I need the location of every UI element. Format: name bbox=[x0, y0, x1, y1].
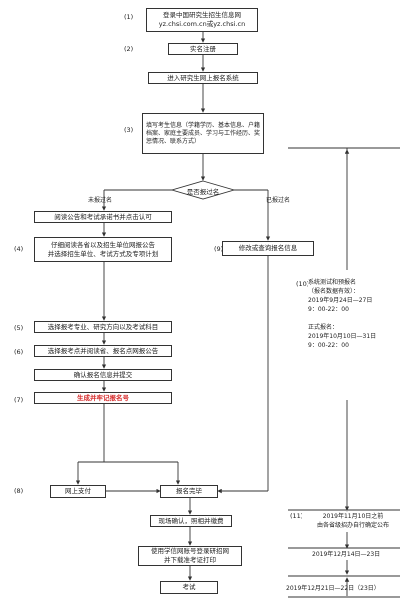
timeline-note-10: 系统测试和预报名 （报名数据有效）： 2019年9月24日—27日 9：00-2… bbox=[308, 278, 404, 350]
step-3: (3) bbox=[124, 126, 134, 134]
enter-system-box: 进入研究生网上报名系统 bbox=[148, 72, 258, 84]
read-notice-box: 阅读公告和考试承诺书并点击认可 bbox=[34, 211, 172, 223]
timeline-note-11: 2019年11月10日之前 由各省级招办自行确定公布 bbox=[302, 512, 404, 530]
onsite-box: 现场确认，照相并缴费 bbox=[150, 515, 232, 527]
step-9: (9) bbox=[214, 245, 224, 253]
step-7: (7) bbox=[14, 396, 24, 404]
branch-no-label: 未报过名 bbox=[88, 197, 113, 204]
decision-diamond bbox=[170, 180, 236, 200]
exam-box: 考试 bbox=[160, 581, 218, 594]
step-5: (5) bbox=[14, 324, 24, 332]
branch-yes-label: 已报过名 bbox=[266, 197, 291, 204]
generate-id-box: 生成并牢记报名号 bbox=[34, 392, 172, 404]
step-4: (4) bbox=[14, 245, 24, 253]
login-box: 登录中国研究生招生信息网 yz.chsi.com.cn或yz.chsi.cn bbox=[146, 8, 258, 32]
done-box: 报名完毕 bbox=[160, 485, 218, 498]
fill-info-box: 填写考生信息（学籍学历、基本信息、户籍档案、家庭主要成员、学习与工作经历、奖惩情… bbox=[142, 113, 264, 154]
confirm-box: 确认报名信息并提交 bbox=[34, 369, 172, 381]
choose-major-box: 选择报考专业、研究方向以及考试科目 bbox=[34, 321, 172, 333]
choose-site-box: 选择报考点并阅读省、报名点网报公告 bbox=[34, 345, 172, 357]
print-ticket-box: 使用学信网账号登录研招网 并下载准考证打印 bbox=[138, 546, 242, 566]
modify-box: 修改或查询报名信息 bbox=[222, 241, 314, 256]
realname-box: 实名注册 bbox=[168, 43, 238, 55]
step-2: (2) bbox=[124, 45, 134, 53]
step-8: (8) bbox=[14, 487, 24, 495]
decision-label: 是否报过名 bbox=[186, 188, 220, 196]
step-10: (10) bbox=[296, 280, 310, 288]
step-1: (1) bbox=[124, 13, 134, 21]
carefully-read-box: 仔细阅读各省以及招生单位网报公告 并选择招生单位、考试方式及专项计划 bbox=[34, 237, 172, 262]
exam-date: 2019年12月21日—22日（23日） bbox=[286, 585, 380, 592]
online-pay-box: 网上支付 bbox=[50, 485, 106, 498]
step-6: (6) bbox=[14, 348, 24, 356]
print-date: 2019年12月14日—23日 bbox=[312, 551, 381, 558]
step-11: (11) bbox=[290, 512, 304, 520]
